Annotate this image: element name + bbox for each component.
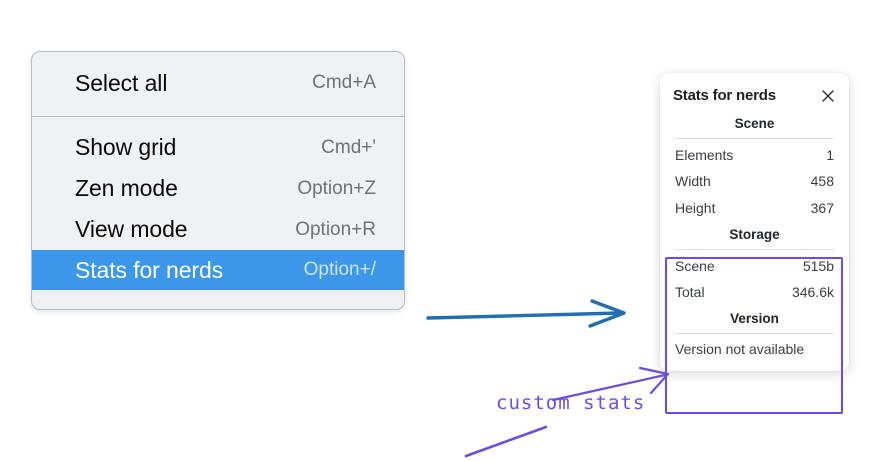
close-icon[interactable] [820, 88, 836, 104]
menu-item-show-grid[interactable]: Show grid Cmd+' [32, 127, 404, 168]
stat-row: Width 458 [673, 168, 836, 194]
menu-item-shortcut: Cmd+' [321, 136, 376, 158]
blue-arrow-annotation [426, 299, 626, 328]
panel-title: Stats for nerds [673, 87, 776, 104]
section-heading-storage: Storage [729, 226, 780, 242]
menu-item-label: Select all [75, 69, 168, 96]
section-divider [675, 248, 834, 250]
section-heading-version: Version [730, 311, 779, 327]
menu-item-label: Stats for nerds [75, 256, 224, 283]
stat-key: Total [675, 284, 705, 301]
menu-item-select-all[interactable]: Select all Cmd+A [32, 64, 404, 102]
stat-value: 458 [810, 173, 834, 190]
stats-for-nerds-panel: Stats for nerds Scene Elements 1 Width 4… [660, 73, 849, 372]
menu-group-view: Show grid Cmd+' Zen mode Option+Z View m… [32, 116, 404, 309]
stat-key: Height [675, 199, 716, 216]
panel-body: Scene Elements 1 Width 458 Height 367 St… [660, 110, 849, 359]
menu-item-shortcut: Option+R [295, 218, 376, 240]
stat-row: Scene 515b [673, 253, 836, 279]
menu-item-view-mode[interactable]: View mode Option+R [32, 209, 404, 250]
stat-value: 367 [810, 199, 834, 216]
menu-item-shortcut: Cmd+A [312, 72, 376, 93]
stat-key: Elements [675, 147, 734, 163]
stat-key: Scene [675, 257, 715, 274]
menu-item-label: View mode [75, 216, 188, 242]
stat-value: 346.6k [791, 284, 834, 301]
menu-item-zen-mode[interactable]: Zen mode Option+Z [32, 168, 404, 209]
purple-underline-annotation [464, 425, 548, 458]
menu-item-stats-for-nerds[interactable]: Stats for nerds Option+/ [32, 250, 404, 290]
custom-stats-annotation-label: custom stats [496, 392, 646, 414]
menu-bottom-padding [32, 290, 404, 309]
version-value: Version not available [675, 341, 805, 358]
stat-key: Width [675, 173, 711, 190]
menu-item-label: Show grid [75, 134, 177, 160]
context-menu[interactable]: Select all Cmd+A Show grid Cmd+' Zen mod… [31, 51, 405, 310]
panel-header: Stats for nerds [660, 73, 849, 110]
stat-row: Total 346.6k [673, 279, 836, 305]
menu-item-shortcut: Option+/ [303, 259, 376, 280]
stat-value: 1 [826, 147, 834, 163]
stat-row: Elements 1 [673, 142, 836, 168]
section-divider [675, 333, 834, 335]
menu-group-primary: Select all Cmd+A [32, 52, 404, 116]
menu-item-shortcut: Option+Z [297, 177, 376, 199]
stat-value: 515b [802, 257, 834, 274]
menu-item-label: Zen mode [75, 175, 178, 201]
section-divider [675, 138, 834, 139]
stat-row: Height 367 [673, 195, 836, 221]
section-heading-scene: Scene [734, 116, 775, 131]
